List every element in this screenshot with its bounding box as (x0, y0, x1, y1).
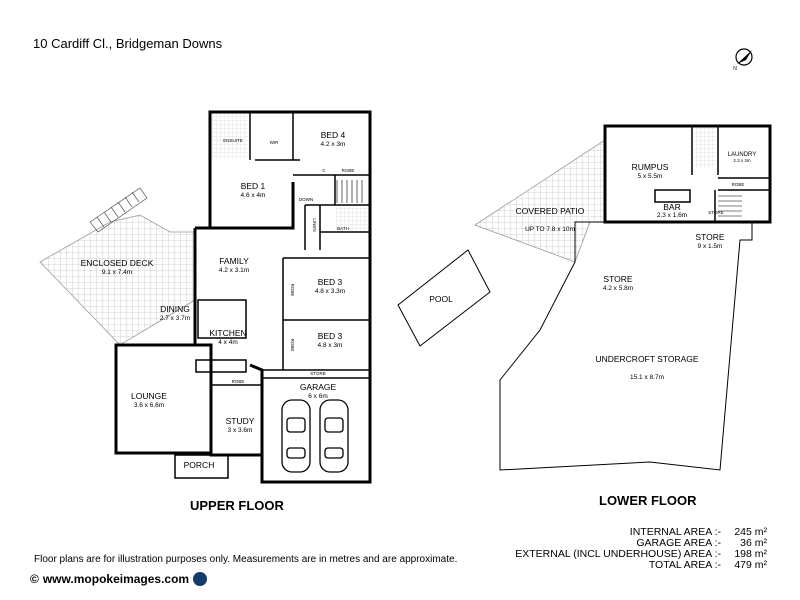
room-study-name: STUDY (226, 416, 255, 426)
area-label: GARAGE AREA :- (636, 537, 721, 549)
upper-floor-label: UPPER FLOOR (190, 498, 284, 513)
room-store1-dims: 9 x 1.5m (698, 243, 723, 250)
room-bar-name: BAR (663, 202, 680, 212)
room-laundry-name: LAUNDRY (728, 152, 757, 158)
room-deck-dims: 9.1 x 7.4m (102, 269, 132, 276)
room-bed3a-name: BED 3 (318, 277, 343, 287)
robe-c: C (322, 168, 326, 173)
room-pool: POOL (429, 294, 453, 304)
area-label: EXTERNAL (INCL UNDERHOUSE) AREA :- (515, 548, 721, 560)
area-label: TOTAL AREA :- (648, 559, 721, 571)
stairs-down-label: DOWN (299, 197, 313, 202)
website-link[interactable]: www.mopokeimages.com (42, 572, 190, 586)
area-value: 245 m² (734, 526, 767, 538)
room-kitchen-dims: 4 x 4m (218, 339, 238, 346)
room-wir: WIR (270, 140, 279, 145)
room-undercroft-dims: 15.1 x 8.7m (630, 374, 664, 381)
room-laundry-dims: 2.3 x 3m (733, 158, 751, 163)
room-store2-name: STORE (603, 274, 632, 284)
room-linen: LINEN (312, 218, 317, 231)
robe-lower: ROBE (732, 182, 745, 187)
room-family-dims: 4.2 x 3.1m (219, 267, 249, 274)
car-icon (319, 399, 349, 473)
room-deck-name: ENCLOSED DECK (81, 258, 154, 268)
property-address: 10 Cardiff Cl., Bridgeman Downs (33, 36, 223, 51)
area-value: 36 m² (740, 537, 767, 549)
lower-floor-label: LOWER FLOOR (599, 493, 697, 508)
room-patio-dims: UP TO 7.8 x 10m (525, 226, 575, 233)
svg-text:N: N (733, 66, 737, 72)
car-icon (281, 399, 311, 473)
room-bed3b-dims: 4.8 x 3m (318, 342, 343, 349)
upper-floor-plan: ENSUITE WIR BED 4 4.2 x 3m BED 1 4.6 x 4… (39, 110, 372, 484)
room-store2-dims: 4.2 x 5.8m (603, 285, 633, 292)
store-small: STORE (708, 210, 723, 215)
garage-store: STORE (310, 371, 325, 376)
robe-study: ROBE (232, 379, 245, 384)
area-row: INTERNAL AREA :- 245 m² (515, 527, 767, 538)
room-patio-name: COVERED PATIO (516, 206, 585, 216)
copyright: © www.mopokeimages.com (30, 572, 208, 586)
pool-shape (397, 249, 491, 347)
deck-stairs (89, 187, 148, 233)
room-bed4-dims: 4.2 x 3m (321, 141, 346, 148)
room-study-dims: 3 x 3.6m (228, 427, 253, 434)
lower-floor-plan: RUMPUS 5 x 5.5m LAUNDRY 2.3 x 3m ROBE ST… (397, 124, 772, 471)
room-bar-dims: 2.3 x 1.6m (657, 212, 687, 219)
area-row: TOTAL AREA :- 479 m² (515, 560, 767, 571)
room-family-name: FAMILY (219, 256, 249, 266)
room-store1-name: STORE (695, 232, 724, 242)
room-rumpus-name: RUMPUS (632, 162, 669, 172)
robe-bed3b: ROBE (290, 339, 295, 352)
mopoke-logo-icon (193, 572, 208, 586)
room-garage-dims: 6 x 6m (308, 393, 328, 400)
room-rumpus-dims: 5 x 5.5m (638, 173, 663, 180)
undercroft-outline (499, 221, 753, 471)
room-garage-name: GARAGE (300, 382, 337, 392)
area-summary: INTERNAL AREA :- 245 m² GARAGE AREA :- 36 … (515, 527, 767, 571)
covered-patio-area (474, 139, 606, 263)
room-lounge-name: LOUNGE (131, 391, 167, 401)
copyright-icon: © (30, 572, 39, 586)
room-kitchen-name: KITCHEN (209, 328, 246, 338)
robe-bed4: ROBE (342, 168, 355, 173)
room-bed3a-dims: 4.8 x 3.3m (315, 288, 345, 295)
room-bed1-dims: 4.6 x 4m (241, 192, 266, 199)
room-bed3b-name: BED 3 (318, 331, 343, 341)
enclosed-deck-area (39, 214, 196, 346)
room-porch: PORCH (184, 460, 215, 470)
room-bath: BATH (337, 226, 349, 231)
area-label: INTERNAL AREA :- (629, 526, 721, 538)
area-row: GARAGE AREA :- 36 m² (515, 538, 767, 549)
area-value: 198 m² (734, 548, 767, 560)
room-dining-dims: 2.7 x 3.7m (160, 315, 190, 322)
room-bed1-name: BED 1 (241, 181, 266, 191)
room-bed4-name: BED 4 (321, 130, 346, 140)
room-ensuite: ENSUITE (223, 138, 243, 143)
area-row: EXTERNAL (INCL UNDERHOUSE) AREA :- 198 m² (515, 549, 767, 560)
area-value: 479 m² (734, 559, 767, 571)
robe-bed3a: ROBE (290, 284, 295, 297)
room-undercroft-name: UNDERCROFT STORAGE (595, 354, 698, 364)
room-dining-name: DINING (160, 304, 190, 314)
disclaimer-text: Floor plans are for illustration purpose… (34, 554, 458, 565)
north-arrow-icon: N (733, 48, 753, 72)
room-lounge-dims: 3.6 x 6.6m (134, 402, 164, 409)
